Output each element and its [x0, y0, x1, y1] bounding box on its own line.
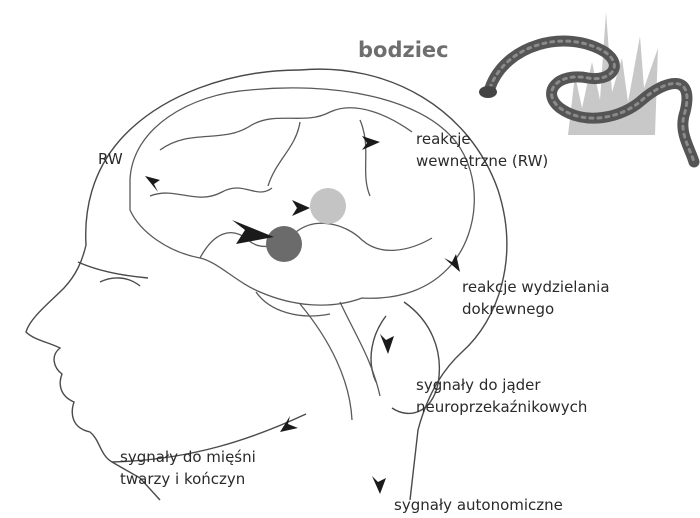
arrow-internal — [362, 136, 380, 150]
amygdala-node — [266, 226, 302, 262]
endocrine-line1: reakcje wydzielania — [462, 276, 610, 298]
internal-reactions-label: reakcje wewnętrzne (RW) — [416, 128, 548, 172]
endocrine-line2: dokrewnego — [462, 298, 610, 320]
stimulus-title: bodziec — [358, 38, 449, 62]
arrow-rw — [145, 176, 160, 192]
rw-label: RW — [98, 148, 123, 170]
endocrine-label: reakcje wydzielania dokrewnego — [462, 276, 610, 320]
nuclei-signals-line2: neuroprzekaźnikowych — [416, 396, 587, 418]
nuclei-signals-line1: sygnały do jąder — [416, 374, 587, 396]
internal-reactions-line1: reakcje — [416, 128, 548, 150]
arrow-to-thalamus — [292, 200, 310, 216]
autonomic-signals-label: sygnały autonomiczne — [394, 494, 563, 516]
muscle-signals-line1: sygnały do mięśni — [120, 446, 256, 468]
internal-reactions-line2: wewnętrzne (RW) — [416, 150, 548, 172]
muscle-signals-label: sygnały do mięśni twarzy i kończyn — [120, 446, 256, 490]
arrow-nuclei — [380, 334, 394, 354]
nuclei-signals-label: sygnały do jąder neuroprzekaźnikowych — [416, 374, 587, 418]
arrow-autonomic — [372, 476, 386, 494]
muscle-signals-line2: twarzy i kończyn — [120, 468, 256, 490]
thalamus-node — [310, 188, 346, 224]
